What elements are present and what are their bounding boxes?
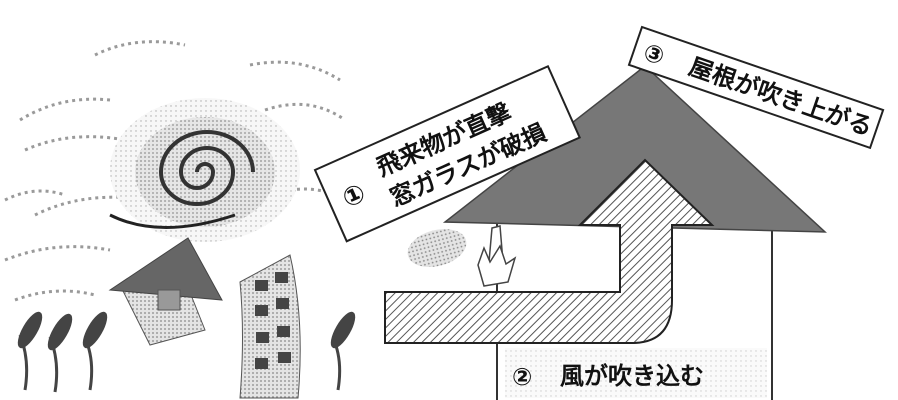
wind-streaks: [4, 40, 356, 302]
bending-trees-icon: [17, 311, 356, 393]
broken-glass-icon: [477, 225, 517, 287]
wind-flow-arrow: [384, 158, 715, 344]
step2-number: ②: [512, 363, 532, 391]
small-house-icon: [108, 237, 223, 346]
building-icon: [239, 254, 301, 399]
flying-debris-icon: [407, 228, 467, 268]
typhoon-spiral-icon: [109, 98, 300, 242]
label-wind-blows-in: ② 風が吹き込む: [505, 348, 767, 398]
step2-text: 風が吹き込む: [560, 362, 704, 390]
label-box-window-broken: ① 飛来物が直撃 窓ガラスが破損: [313, 64, 581, 243]
